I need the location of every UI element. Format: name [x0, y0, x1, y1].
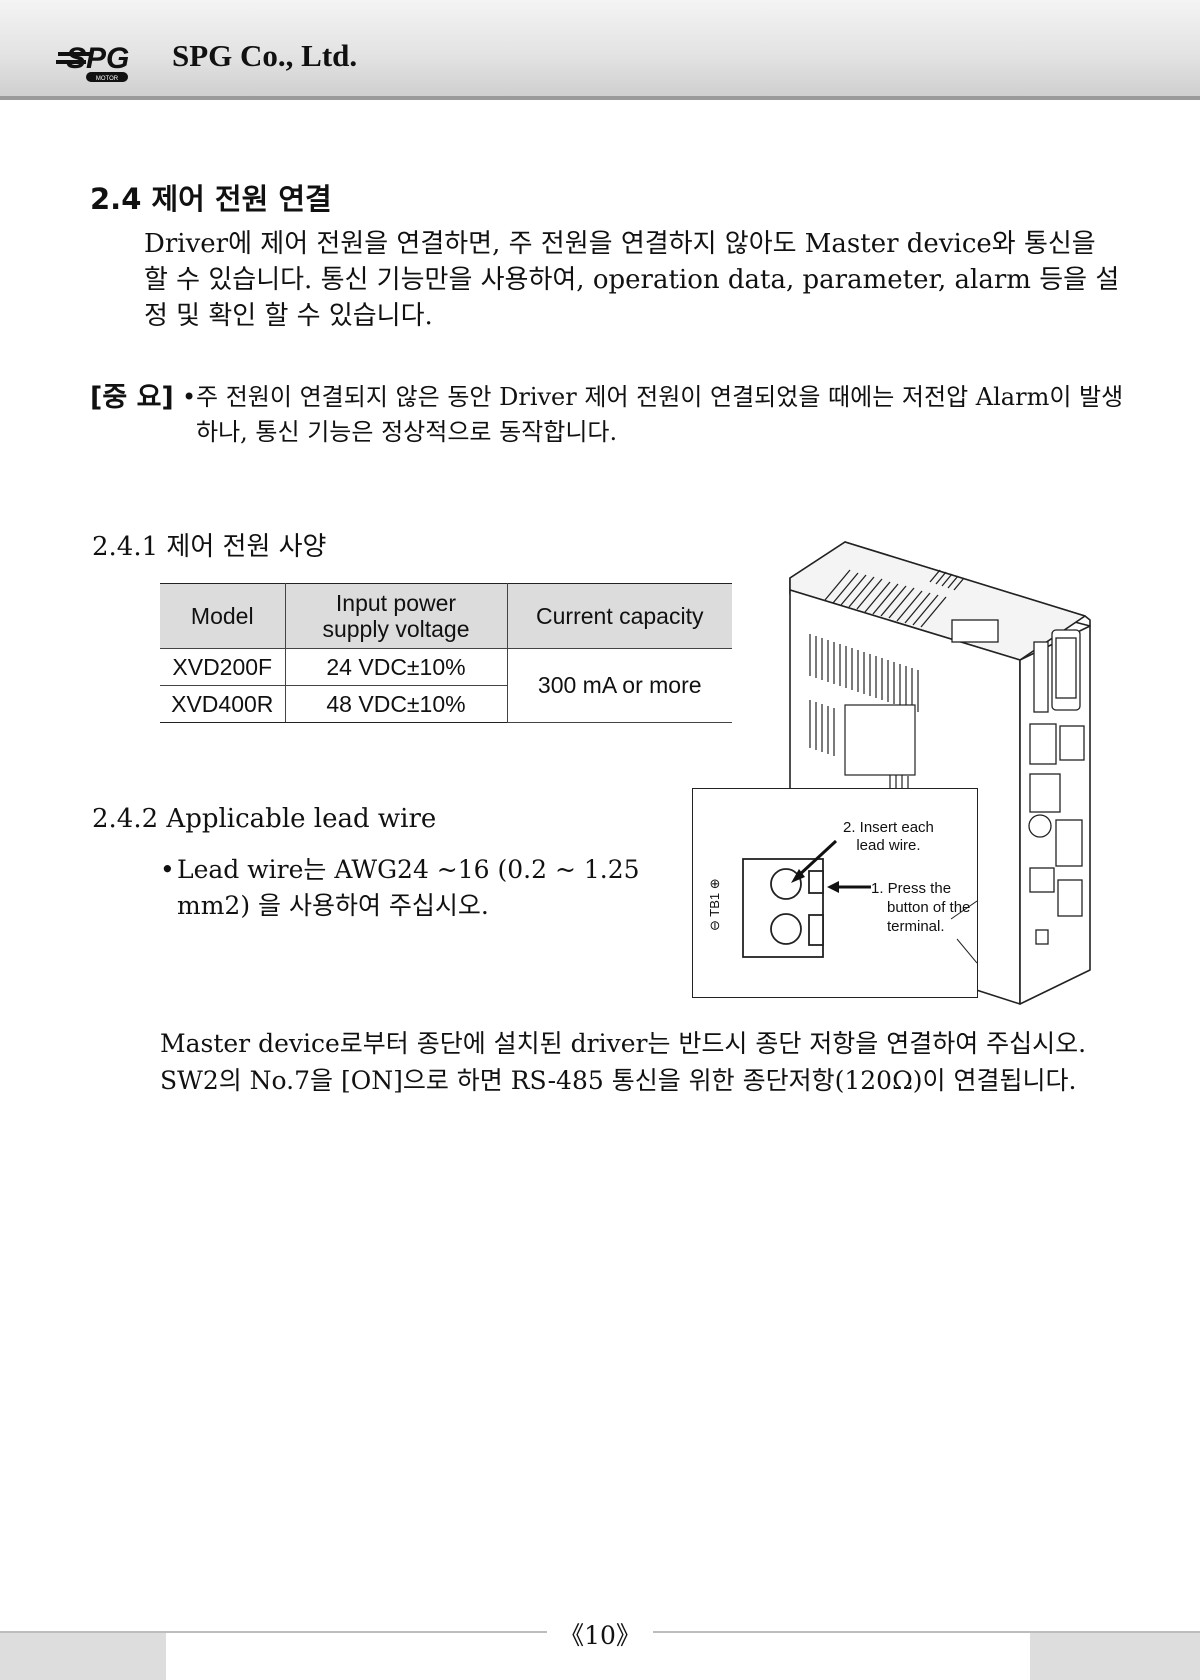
- power-spec-table: Model Input power supply voltage Current…: [160, 583, 732, 723]
- header-model: Model: [160, 583, 286, 649]
- table-header-row: Model Input power supply voltage Current…: [160, 583, 732, 649]
- lead-wire-text: Lead wire는 AWG24 ~16 (0.2 ~ 1.25 mm2) 을 …: [177, 855, 640, 920]
- callout-insert-line2: lead wire.: [856, 837, 921, 854]
- header-input-voltage: Input power supply voltage: [284, 583, 508, 649]
- termination-paragraph: Master device로부터 종단에 설치된 driver는 반드시 종단 …: [160, 1029, 1087, 1095]
- notice-bullet: •: [182, 383, 197, 411]
- subsection-title-lead-wire: 2.4.2 Applicable lead wire: [92, 804, 437, 834]
- section-paragraph: Driver에 제어 전원을 연결하면, 주 전원을 연결하지 않아도 Mast…: [144, 229, 1120, 331]
- notice-text: 주 전원이 연결되지 않은 동안 Driver 제어 전원이 연결되었을 때에는…: [196, 383, 1124, 446]
- callout-insert-line1: 2. Insert each: [843, 819, 934, 836]
- header-current-capacity: Current capacity: [506, 583, 732, 649]
- page-number-text: 《10》: [547, 1621, 653, 1650]
- cell-model: XVD200F: [160, 648, 286, 686]
- subsection-title-power-spec: 2.4.1 제어 전원 사양: [92, 532, 327, 562]
- cell-current-capacity: 300 mA or more: [506, 648, 732, 723]
- notice-block: • 주 전원이 연결되지 않은 동안 Driver 제어 전원이 연결되었을 때…: [182, 380, 1126, 450]
- lead-wire-bullet: •: [160, 855, 175, 884]
- terminal-diagram: [742, 839, 977, 964]
- cell-voltage: 24 VDC±10%: [284, 648, 508, 686]
- page-number: 《10》: [0, 1616, 1200, 1652]
- notice-tag: [중 요]: [90, 382, 174, 413]
- terminal-label: ⊖ TB1 ⊕: [707, 878, 722, 931]
- spg-logo: SPG MOTOR: [56, 42, 129, 82]
- lead-wire-note: • Lead wire는 AWG24 ~16 (0.2 ~ 1.25 mm2) …: [160, 852, 680, 924]
- table-row: XVD200F 24 VDC±10% 300 mA or more: [160, 648, 732, 723]
- callout-press-line3: terminal.: [887, 918, 945, 935]
- cell-voltage: 48 VDC±10%: [284, 685, 507, 723]
- callout-press-text: 1. Press the button of the terminal.: [871, 879, 970, 936]
- company-name: SPG Co., Ltd.: [172, 38, 358, 73]
- page-header: SPG MOTOR SPG Co., Ltd.: [0, 0, 1200, 100]
- table-row: XVD400R 48 VDC±10%: [160, 685, 732, 723]
- callout-press-line2: button of the: [887, 899, 971, 916]
- logo-letters: SPG: [66, 42, 129, 75]
- callout-press-line1: 1. Press the: [871, 880, 952, 897]
- logo-subtext: MOTOR: [96, 76, 119, 82]
- cell-model: XVD400R: [160, 685, 286, 723]
- section-title: 2.4 제어 전원 연결: [90, 182, 332, 216]
- callout-insert-text: 2. Insert each lead wire.: [843, 819, 934, 855]
- terminal-callout: ⊖ TB1 ⊕ 2. Insert each lead wire. 1. Pre…: [692, 788, 978, 998]
